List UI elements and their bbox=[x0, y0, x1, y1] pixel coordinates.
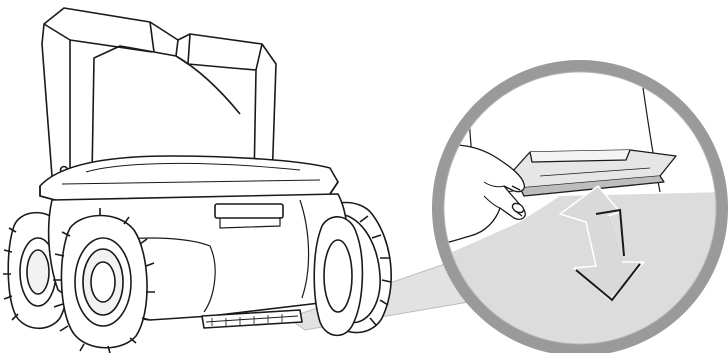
magnifier bbox=[430, 60, 728, 353]
front-right-wheel bbox=[314, 217, 362, 336]
pool-robot bbox=[3, 8, 391, 353]
